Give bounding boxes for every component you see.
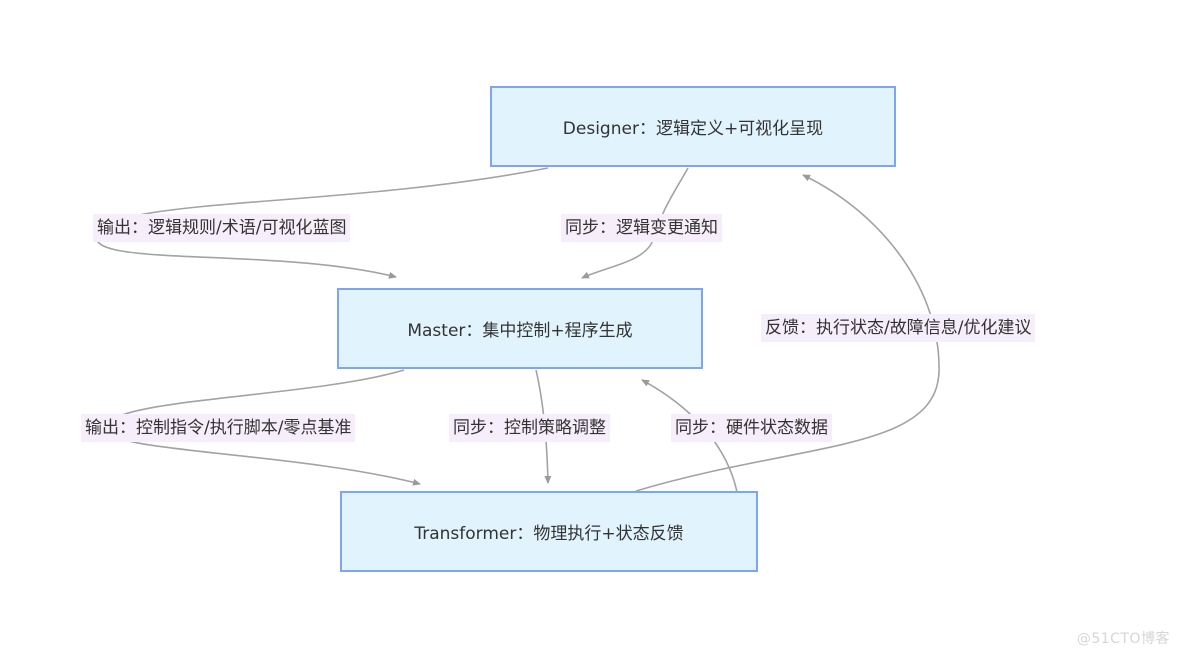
node-master: Master：集中控制+程序生成	[337, 288, 703, 369]
edge-label-sync-strategy: 同步：控制策略调整	[449, 414, 610, 442]
node-transformer-label: Transformer：物理执行+状态反馈	[414, 524, 684, 544]
watermark: @51CTO博客	[1076, 631, 1170, 647]
node-transformer: Transformer：物理执行+状态反馈	[340, 491, 758, 572]
node-master-label: Master：集中控制+程序生成	[407, 321, 633, 341]
edge-label-output-rules: 输出：逻辑规则/术语/可视化蓝图	[93, 214, 351, 242]
edge-label-feedback-status: 反馈：执行状态/故障信息/优化建议	[761, 314, 1036, 342]
edge-label-output-commands: 输出：控制指令/执行脚本/零点基准	[81, 414, 356, 442]
edge-label-sync-logic-change: 同步：逻辑变更通知	[561, 214, 722, 242]
node-designer-label: Designer：逻辑定义+可视化呈现	[562, 119, 824, 139]
edge-transformer-to-designer-feedback	[635, 174, 940, 492]
edge-label-sync-hardware: 同步：硬件状态数据	[671, 414, 832, 442]
node-designer: Designer：逻辑定义+可视化呈现	[490, 86, 896, 167]
